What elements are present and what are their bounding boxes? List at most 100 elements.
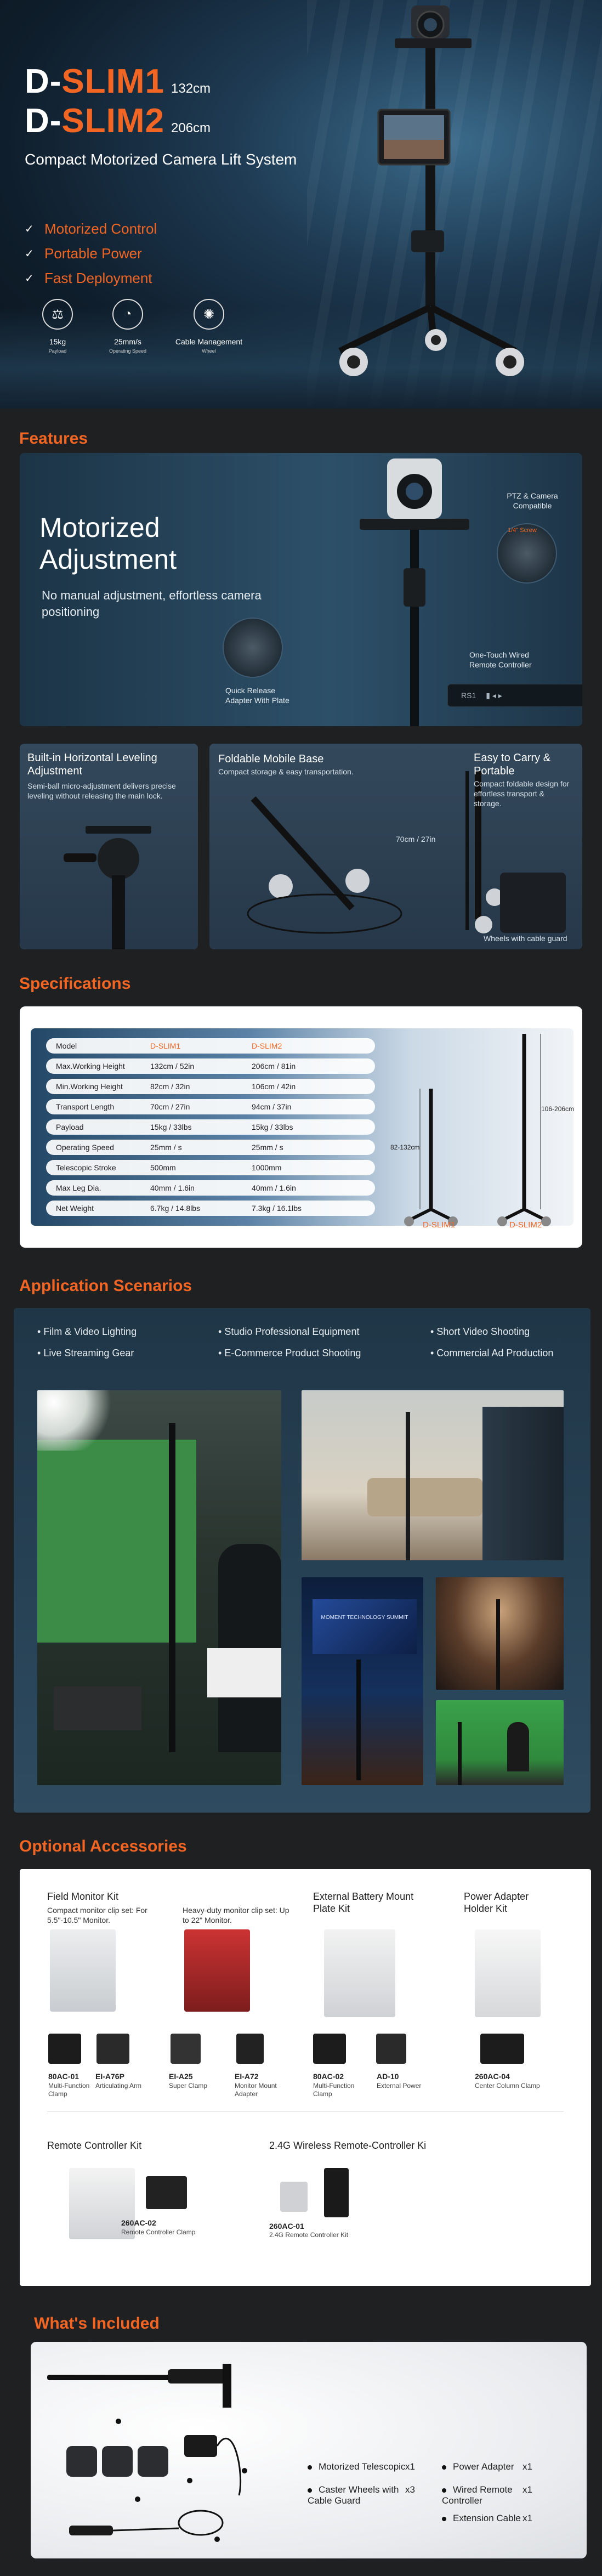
marker-3	[187, 2478, 192, 2483]
speedometer-icon: ◔	[112, 299, 143, 330]
motorized-lift-image	[360, 458, 469, 726]
acc-desc: Remote Controller Clamp	[121, 2228, 196, 2236]
marker-1	[116, 2419, 121, 2424]
included-qty: x1	[523, 2513, 532, 2523]
acc-desc: External Power	[377, 2082, 422, 2090]
studio-interview-photo	[302, 1390, 564, 1560]
scenario-tag: • E-Commerce Product Shooting	[218, 1348, 361, 1358]
slim2-label: D-SLIM2	[509, 1220, 542, 1230]
model2-suffix: SLIM2	[61, 102, 165, 140]
acc-code: EI-A25	[169, 2072, 193, 2081]
screw-callout: 1/4" Screw	[508, 527, 537, 534]
acc-code: 260AC-01	[269, 2222, 304, 2230]
power-kit-title: Power Adapter Holder Kit	[464, 1891, 529, 1914]
leveling-title: Built-in Horizontal Leveling Adjustment	[27, 752, 157, 777]
clamp-80ac02-image	[313, 2034, 346, 2064]
clamp-eia25-image	[171, 2034, 201, 2064]
battery-kit-title: External Battery Mount Plate Kit	[313, 1891, 414, 1914]
lift-pole	[356, 1660, 361, 1780]
acc-desc: Center Column Clamp	[475, 2082, 540, 2090]
wireless-receiver-image	[280, 2182, 308, 2212]
specifications-heading: Specifications	[19, 975, 131, 993]
heavy-duty-clip-image	[184, 1929, 250, 2012]
event-screen: MOMENT TECHNOLOGY SUMMIT	[313, 1599, 417, 1654]
bullet-icon	[442, 2488, 446, 2493]
scenario-tag: • Commercial Ad Production	[430, 1348, 554, 1358]
marker-4	[242, 2468, 247, 2473]
hero-model1: D-SLIM1 132cm	[25, 65, 211, 99]
clamp-260ac04-image	[480, 2034, 524, 2064]
field-monitor-kit-title: Field Monitor Kit	[47, 1891, 119, 1902]
leveling-head-image	[64, 826, 151, 949]
live-stream-photo	[436, 1577, 564, 1690]
bullet-icon	[308, 2465, 312, 2470]
acc-desc: Multi-Function Clamp	[48, 2082, 90, 2098]
bullet-icon	[442, 2516, 446, 2521]
conference-photo: MOMENT TECHNOLOGY SUMMIT	[302, 1577, 423, 1785]
quick-release-callout: Quick Release Adapter With Plate	[225, 686, 289, 705]
slim1-height-range: 82-132cm	[390, 1143, 420, 1151]
check-icon: ✓	[25, 273, 34, 285]
mobile-base-title: Foldable Mobile Base	[218, 753, 324, 765]
wireless-remote-image	[324, 2168, 349, 2217]
acc-code: AD-10	[377, 2072, 399, 2081]
acc-code: 80AC-02	[313, 2072, 344, 2081]
remote-kit-title: Remote Controller Kit	[47, 2140, 142, 2151]
clamp-260ac02-image	[146, 2176, 187, 2209]
package-contents-image	[47, 2364, 242, 2536]
application-heading: Application Scenarios	[19, 1277, 192, 1295]
clamp-80ac01-image	[48, 2034, 81, 2064]
acc-desc: Super Clamp	[169, 2082, 208, 2090]
check-icon: ✓	[25, 223, 34, 235]
spec-header-row: Model D-SLIM1 D-SLIM2	[46, 1038, 375, 1054]
weight-icon: ⚖	[42, 299, 73, 330]
acc-code: EI-A72	[235, 2072, 259, 2081]
clapperboard	[207, 1648, 281, 1697]
motorized-adjustment-panel: PTZ & Camera Compatible 1/4" Screw Quick…	[20, 453, 582, 726]
included-qty: x1	[405, 2461, 415, 2472]
field-kit-note1: Compact monitor clip set: For 5.5"-10.5"…	[47, 1906, 147, 1924]
ptz-detail-image	[497, 523, 557, 584]
folded-length: 70cm / 27in	[396, 835, 436, 843]
model1-prefix: D-	[25, 63, 62, 100]
ptz-callout: PTZ & Camera Compatible	[507, 491, 558, 510]
included-item: Motorized Telescopic	[308, 2461, 428, 2472]
wired-remote-image: RS1▮ ◂ ▸	[447, 684, 582, 707]
portable-title: Easy to Carry & Portable	[474, 752, 551, 777]
folded-unit-image	[465, 771, 503, 933]
scenario-tag: • Studio Professional Equipment	[218, 1326, 360, 1337]
specifications-panel: Model D-SLIM1 D-SLIM2 Max.Working Height…	[20, 1006, 582, 1248]
lift-pole	[406, 1412, 410, 1560]
bullet-icon	[308, 2488, 312, 2493]
leveling-card: Built-in Horizontal Leveling Adjustment …	[20, 744, 198, 949]
model1-suffix: SLIM1	[61, 63, 165, 100]
acc-desc: Articulating Arm	[95, 2082, 142, 2090]
portable-desc: Compact foldable design for effortless t…	[474, 779, 570, 808]
studio-light	[37, 1390, 120, 1451]
included-qty: x1	[523, 2461, 532, 2472]
leveling-desc: Semi-ball micro-adjustment delivers prec…	[27, 782, 176, 801]
cable-guard-wheel-image	[500, 873, 566, 933]
presenter	[507, 1722, 529, 1771]
scenario-tag: • Live Streaming Gear	[37, 1348, 134, 1358]
spec-table: Model D-SLIM1 D-SLIM2 Max.Working Height…	[46, 1038, 375, 1221]
hero-title: D-SLIM1 132cm D-SLIM2 206cm	[25, 65, 211, 144]
model2-prefix: D-	[25, 102, 62, 140]
marker-2	[135, 2496, 140, 2502]
wheel-badge: ✺ Cable Management Wheel	[173, 299, 245, 354]
lift-pole	[496, 1599, 500, 1690]
equipment-case	[54, 1686, 141, 1730]
sofa	[367, 1478, 482, 1516]
model1-height: 132cm	[171, 81, 211, 96]
quick-release-image	[223, 618, 283, 678]
model-comparison-image	[404, 1034, 551, 1226]
field-kit-note2: Heavy-duty monitor clip set: Up to 22" M…	[183, 1906, 289, 1924]
